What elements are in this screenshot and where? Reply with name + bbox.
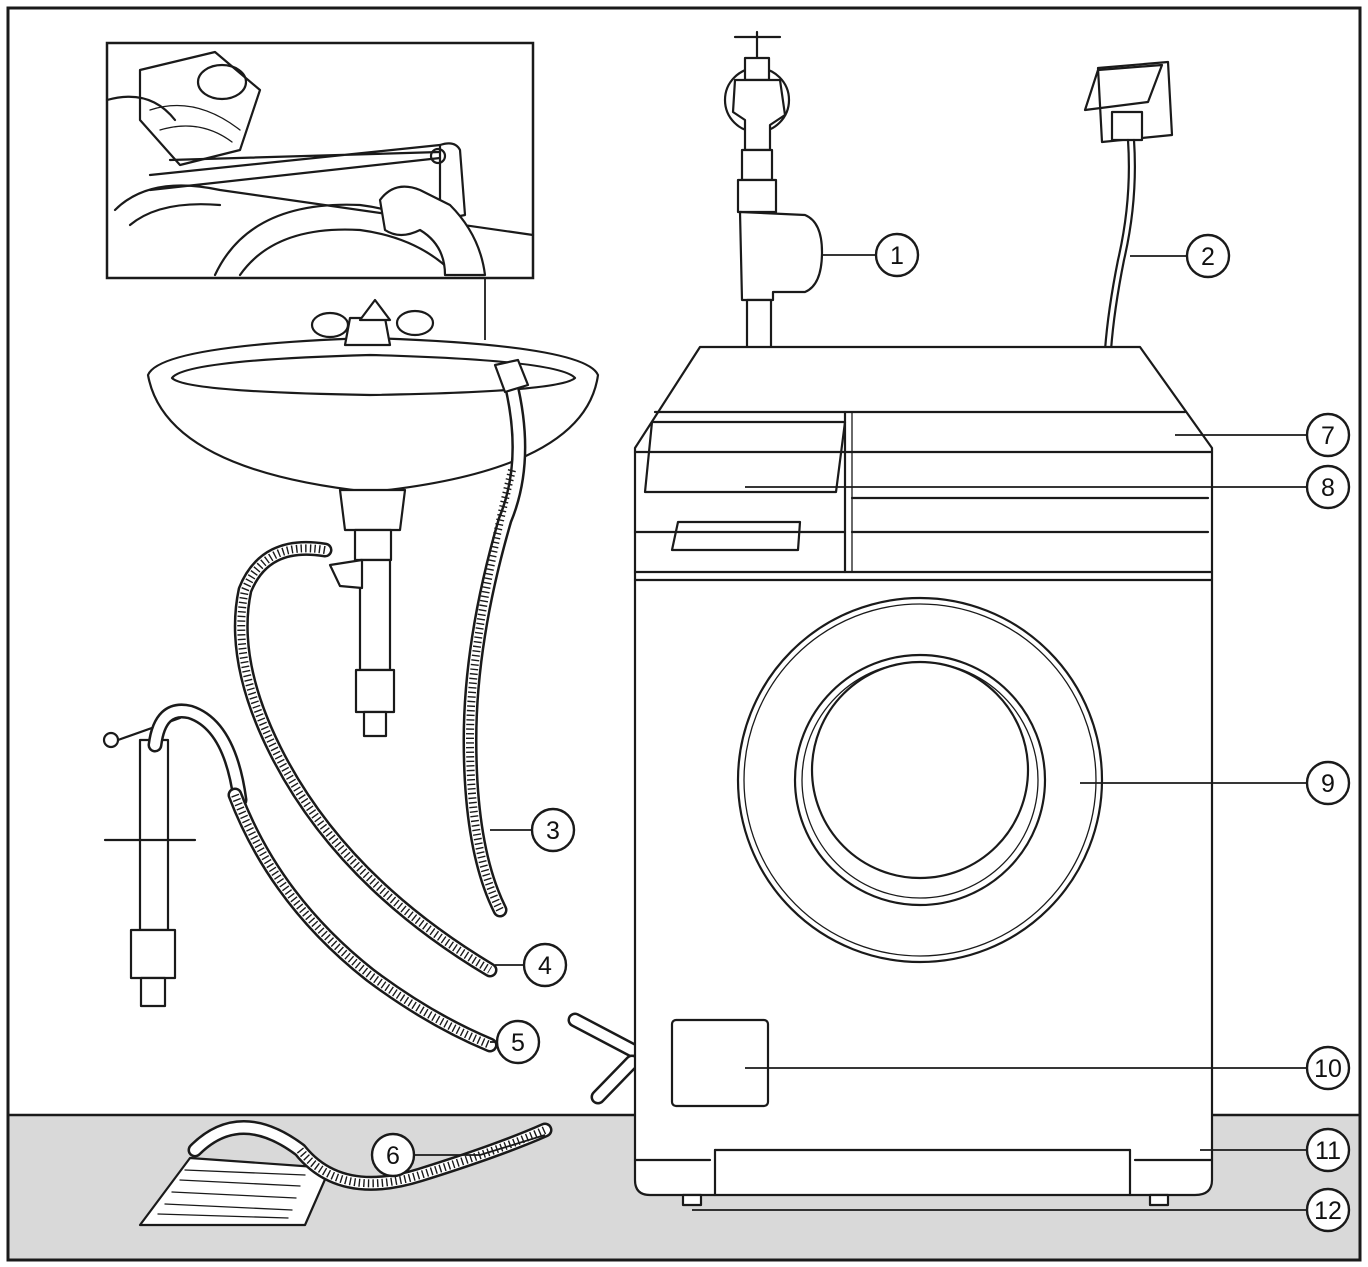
machine-outlet-hoses [567,1012,640,1105]
callout-5: 5 [495,1019,541,1065]
callout-11-circle [1305,1127,1351,1173]
callout-11: 11 [1305,1127,1351,1173]
power-socket [1083,60,1174,352]
hose-4 [233,540,498,978]
hose-5 [227,787,498,1053]
callout-6-number: 6 [386,1142,400,1170]
callout-10-number: 10 [1314,1055,1342,1083]
callout-3-number: 3 [546,817,560,845]
callout-12-circle [1305,1187,1351,1233]
callout-10-circle [1305,1045,1351,1091]
callout-5-circle [495,1019,541,1065]
callout-12: 12 [1305,1187,1351,1233]
callout-5-number: 5 [511,1029,525,1057]
callout-9-circle [1305,760,1351,806]
diagram-frame [6,6,1362,1262]
wash-basin [146,298,600,738]
callout-1-number: 1 [890,242,904,270]
callout-3-circle [530,807,576,853]
callout-8-circle [1305,464,1351,510]
water-stop-valve [738,210,824,350]
callout-4-circle [522,942,568,988]
callout-4-number: 4 [538,952,552,980]
callout-8: 8 [1305,464,1351,510]
washing-machine [633,345,1214,1207]
water-tap [723,30,791,214]
callout-7-number: 7 [1321,422,1335,450]
callout-9: 9 [1305,760,1351,806]
leader-lines [415,254,1306,1211]
callout-2-number: 2 [1201,243,1215,271]
callout-6: 6 [370,1132,416,1178]
standpipe [102,703,248,1008]
callout-12-number: 12 [1314,1197,1342,1225]
tap-hose-detail-inset [105,41,535,280]
callout-1: 1 [874,232,920,278]
callout-7: 7 [1305,412,1351,458]
callout-10: 10 [1305,1045,1351,1091]
callout-9-number: 9 [1321,770,1335,798]
callout-2: 2 [1185,233,1231,279]
callout-7-circle [1305,412,1351,458]
callout-11-number: 11 [1315,1137,1341,1165]
callout-8-number: 8 [1321,474,1335,502]
callout-4: 4 [522,942,568,988]
callout-1-circle [874,232,920,278]
callout-2-circle [1185,233,1231,279]
callout-3: 3 [530,807,576,853]
hose-3 [462,358,530,918]
callout-6-circle [370,1132,416,1178]
